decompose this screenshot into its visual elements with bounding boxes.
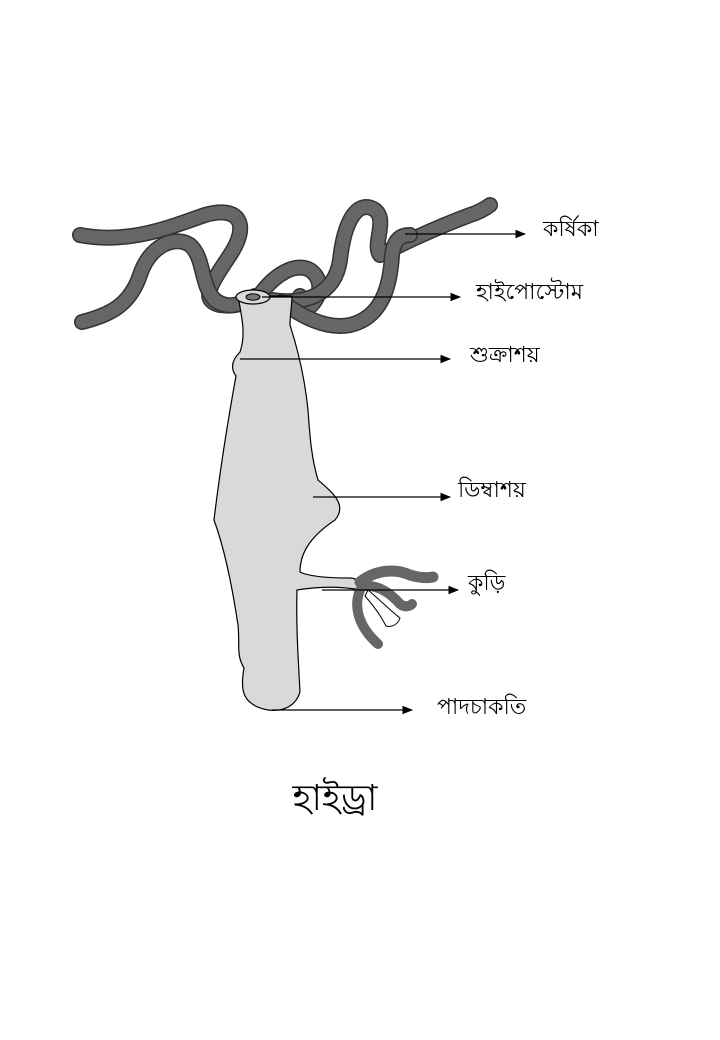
label-basal-disc: পাদচাকতি	[437, 694, 527, 720]
label-ovary: ডিম্বাশয়	[457, 477, 527, 503]
bud-tip	[364, 589, 401, 627]
bud-tentacle-3	[352, 585, 383, 649]
labels: কর্ষিকা হাইপোস্টোম শুক্রাশয় ডিম্বাশয় ক…	[437, 215, 599, 720]
label-hypostome: হাইপোস্টোম	[475, 278, 584, 305]
bud-tentacle-1	[354, 565, 439, 588]
tentacle-lower-left	[75, 234, 259, 329]
mouth-opening	[245, 293, 261, 301]
label-tentacle: কর্ষিকা	[542, 215, 599, 242]
bud	[352, 565, 439, 649]
tentacles	[72, 197, 498, 334]
tentacle-right	[265, 198, 497, 308]
pointer-lines	[240, 229, 527, 715]
label-testis: শুক্রাশয়	[469, 343, 541, 368]
bud-tentacle-2	[360, 580, 417, 612]
diagram-caption: হাইড্রা	[292, 777, 378, 819]
hypostome	[235, 289, 271, 305]
tentacle-left	[73, 205, 262, 313]
tentacle-right-lower	[275, 228, 417, 333]
hydra-body	[213, 295, 361, 711]
label-bud: কুড়ি	[467, 570, 506, 596]
